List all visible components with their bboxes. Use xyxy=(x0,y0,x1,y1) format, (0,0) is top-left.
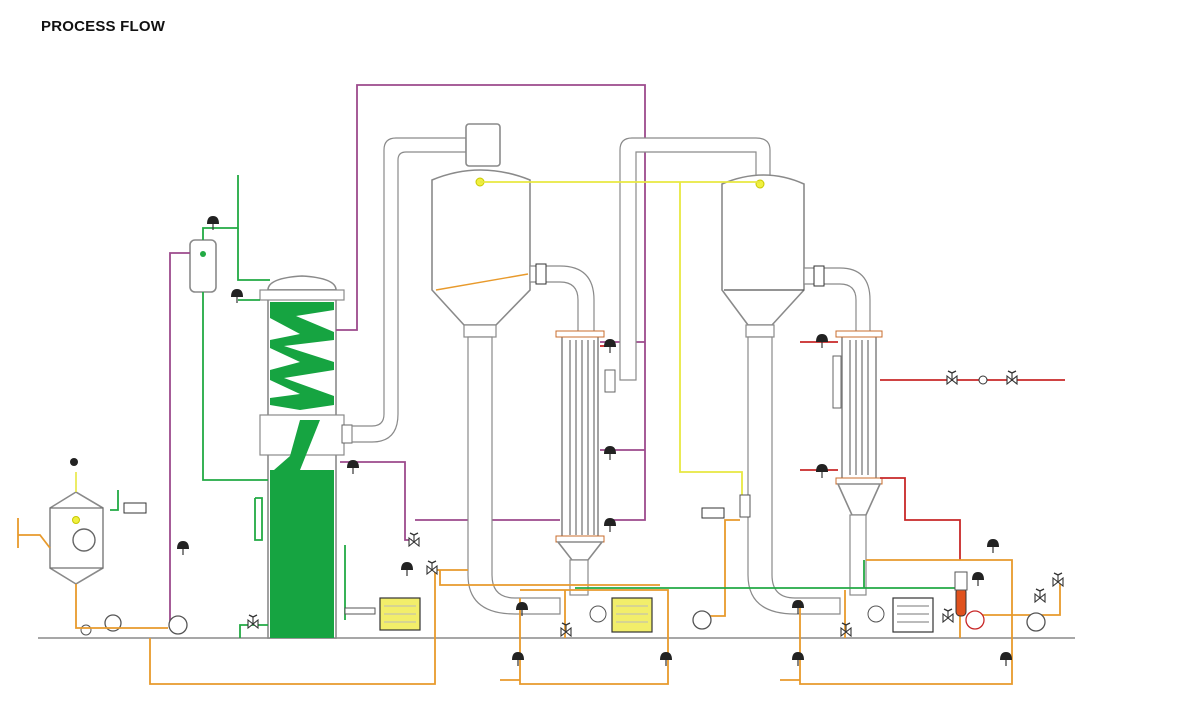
valve-icon[interactable] xyxy=(247,614,259,629)
scrubber-column[interactable] xyxy=(259,275,345,639)
page-title: PROCESS FLOW xyxy=(41,18,166,35)
gauge-icon xyxy=(400,561,414,577)
gauge-icon xyxy=(603,338,617,354)
valve-icon[interactable] xyxy=(1052,572,1064,587)
valve-icon[interactable] xyxy=(942,608,954,623)
heater-1[interactable] xyxy=(555,330,616,596)
pump-icon[interactable] xyxy=(1026,612,1046,632)
valve-icon[interactable] xyxy=(1034,588,1046,603)
pump-icon[interactable] xyxy=(168,615,188,635)
gauge-icon xyxy=(986,538,1000,554)
heater-2[interactable] xyxy=(832,330,883,596)
agitator-icon xyxy=(72,528,96,552)
valve-icon[interactable] xyxy=(426,560,438,575)
pump-icon[interactable] xyxy=(692,610,712,630)
gauge-icon xyxy=(815,463,829,479)
gauge-icon xyxy=(971,571,985,587)
column-sump xyxy=(270,470,334,638)
circulation-pump-3[interactable] xyxy=(867,597,934,633)
gauge-icon xyxy=(70,458,78,466)
gauge-icon xyxy=(176,540,190,556)
circulation-pump-2[interactable] xyxy=(589,597,653,633)
gauge-icon xyxy=(603,517,617,533)
separator-1[interactable] xyxy=(431,123,561,615)
gauge-icon xyxy=(603,445,617,461)
pump-icon[interactable] xyxy=(965,610,985,630)
condensate-receiver[interactable] xyxy=(954,571,968,617)
separator-2[interactable] xyxy=(721,174,841,615)
valve-icon[interactable] xyxy=(840,622,852,637)
gauge-icon xyxy=(346,459,360,475)
gauge-icon xyxy=(659,651,673,667)
feed-pump-icon[interactable] xyxy=(80,614,122,636)
gauge-icon xyxy=(791,651,805,667)
spray-nozzle-icon xyxy=(72,516,80,524)
reflux-drum[interactable] xyxy=(189,239,217,293)
circulation-pump-1[interactable] xyxy=(344,597,421,631)
feed-tank[interactable] xyxy=(49,458,104,620)
valve-icon[interactable] xyxy=(408,532,420,547)
gauge-icon xyxy=(511,651,525,667)
gauge-icon xyxy=(999,651,1013,667)
gauge-icon xyxy=(815,333,829,349)
valve-icon[interactable] xyxy=(560,622,572,637)
